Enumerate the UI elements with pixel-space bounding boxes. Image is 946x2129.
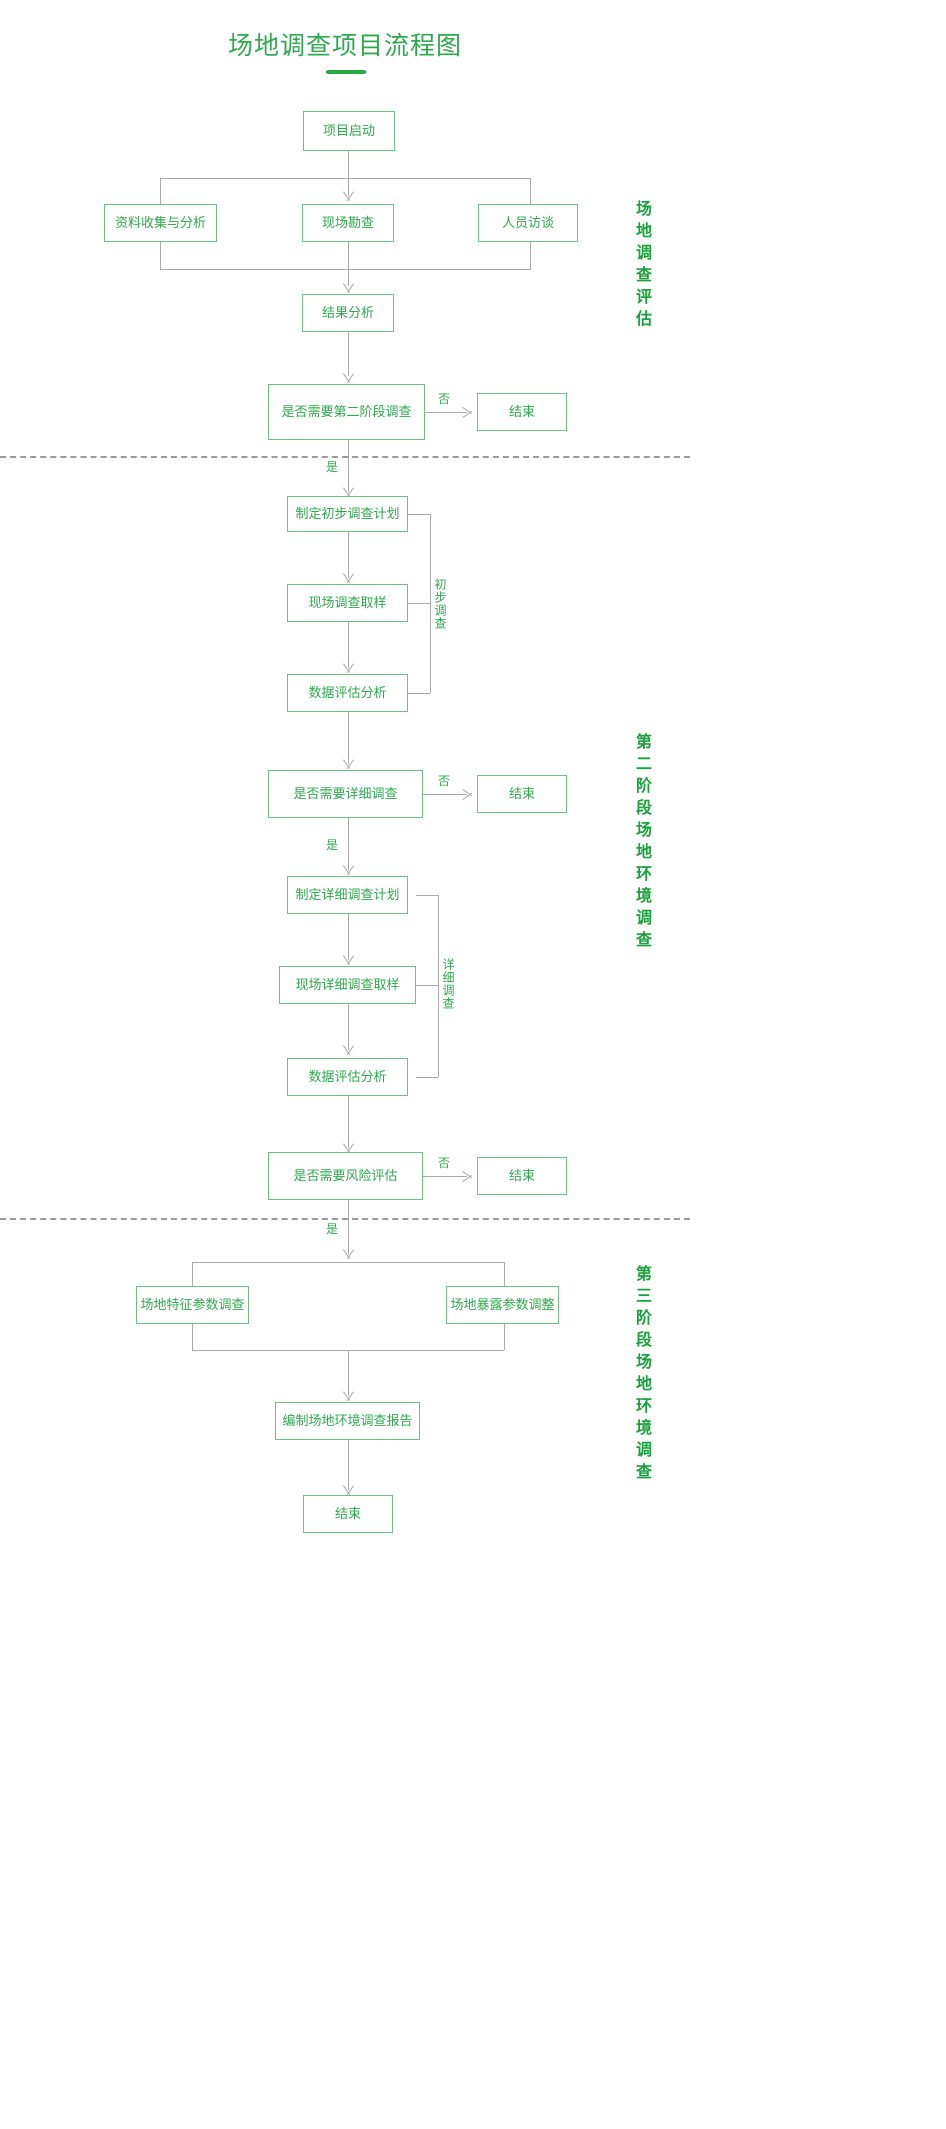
edge-label-yes-3: 是 [326, 1222, 339, 1236]
arrowhead-to-decision1-icon [342, 374, 355, 383]
node-end-final[interactable]: 结束 [303, 1495, 393, 1533]
node-data-collection[interactable]: 资料收集与分析 [104, 204, 217, 242]
bracket-detailed-mid-tick [416, 985, 438, 986]
connector-interviews-to-merge [530, 242, 531, 269]
node-end-1[interactable]: 结束 [477, 393, 567, 431]
stage-caption-3: 第三阶段场地环境调查 [633, 1265, 650, 1485]
connector-detailed-sampling-to-eval [348, 1004, 349, 1050]
connector-site-exposure-to-merge [504, 1324, 505, 1350]
arrowhead-to-detailed-sampling-icon [342, 956, 355, 965]
node-decision-risk[interactable]: 是否需要风险评估 [268, 1152, 423, 1200]
connector-decision3-no [423, 1176, 467, 1177]
connector-bus-to-data-collection [160, 178, 161, 204]
connector-bus-to-site-exposure [504, 1262, 505, 1286]
connector-decision1-yes [348, 440, 349, 492]
connector-merge-to-result-analysis [348, 242, 349, 286]
node-end-2[interactable]: 结束 [477, 775, 567, 813]
connector-bus-to-interviews [530, 178, 531, 204]
connector-data-collection-to-merge [160, 242, 161, 269]
arrowhead-to-prelim-eval-icon [342, 664, 355, 673]
connector-split-bus-top [160, 178, 531, 179]
edge-label-yes-2: 是 [326, 838, 339, 852]
group-label-detailed: 详细调查 [441, 958, 455, 1010]
edge-label-no-1: 否 [438, 392, 451, 406]
arrowhead-decision2-yes-icon [342, 866, 355, 875]
page-title: 场地调查项目流程图 [227, 32, 462, 60]
bracket-detailed-bottom-tick [416, 1077, 438, 1078]
node-prelim-data-eval[interactable]: 数据评估分析 [287, 674, 408, 712]
node-detailed-data-eval[interactable]: 数据评估分析 [287, 1058, 408, 1096]
connector-decision3-yes [348, 1200, 349, 1254]
arrowhead-to-site-survey-icon [342, 192, 355, 201]
arrowhead-decision2-no-icon [463, 788, 472, 801]
node-prelim-plan[interactable]: 制定初步调查计划 [287, 496, 408, 532]
node-site-feature-params[interactable]: 场地特征参数调查 [136, 1286, 249, 1324]
stage-caption-2: 第二阶段场地环境调查 [633, 733, 650, 953]
edge-label-no-2: 否 [438, 774, 451, 788]
arrowhead-decision3-no-icon [463, 1170, 472, 1183]
node-site-exposure-params[interactable]: 场地暴露参数调整 [446, 1286, 559, 1324]
section-divider-1 [0, 456, 690, 458]
arrowhead-to-decision2-icon [342, 760, 355, 769]
connector-bus-to-site-feature [192, 1262, 193, 1286]
node-decision-detailed[interactable]: 是否需要详细调查 [268, 770, 423, 818]
connector-start-to-bus [348, 151, 349, 178]
node-end-3[interactable]: 结束 [477, 1157, 567, 1195]
connector-result-to-decision1 [348, 332, 349, 376]
node-detailed-plan[interactable]: 制定详细调查计划 [287, 876, 408, 914]
group-label-preliminary: 初步调查 [433, 578, 447, 630]
node-project-start[interactable]: 项目启动 [303, 111, 395, 151]
node-compile-report[interactable]: 编制场地环境调查报告 [275, 1402, 420, 1440]
connector-detailed-eval-to-decision3 [348, 1096, 349, 1148]
arrowhead-to-detailed-eval-icon [342, 1046, 355, 1055]
arrowhead-decision3-yes-icon [342, 1250, 355, 1259]
node-decision-phase2[interactable]: 是否需要第二阶段调查 [268, 384, 425, 440]
connector-prelim-sampling-to-eval [348, 622, 349, 668]
bracket-prelim-spine [430, 514, 431, 693]
node-interviews[interactable]: 人员访谈 [478, 204, 578, 242]
title-underline-rule [326, 70, 366, 74]
connector-detailed-plan-to-sampling [348, 914, 349, 960]
node-prelim-sampling[interactable]: 现场调查取样 [287, 584, 408, 622]
stage-caption-1: 场地调查评估 [633, 200, 650, 332]
bracket-detailed-top-tick [416, 895, 438, 896]
arrowhead-to-result-analysis-icon [342, 284, 355, 293]
arrowhead-to-report-icon [342, 1392, 355, 1401]
edge-label-no-3: 否 [438, 1156, 451, 1170]
connector-prelim-plan-to-sampling [348, 532, 349, 578]
connector-report-to-end [348, 1440, 349, 1490]
node-detailed-sampling[interactable]: 现场详细调查取样 [279, 966, 416, 1004]
bracket-prelim-top-tick [408, 514, 430, 515]
bracket-prelim-mid-tick [408, 603, 430, 604]
connector-phase3-split-bus [192, 1262, 504, 1263]
node-site-survey[interactable]: 现场勘查 [302, 204, 394, 242]
arrowhead-to-final-end-icon [342, 1486, 355, 1495]
connector-merge-bus-bottom [160, 269, 531, 270]
connector-merge-to-report [348, 1350, 349, 1396]
connector-decision2-no [423, 794, 467, 795]
node-result-analysis[interactable]: 结果分析 [302, 294, 394, 332]
bracket-detailed-spine [438, 895, 439, 1077]
connector-site-feature-to-merge [192, 1324, 193, 1350]
connector-decision1-no [425, 412, 467, 413]
connector-bus-to-site-survey [348, 178, 349, 196]
arrowhead-decision1-no-icon [463, 406, 472, 419]
connector-decision2-yes [348, 818, 349, 870]
connector-prelim-eval-to-decision2 [348, 712, 349, 764]
arrowhead-to-prelim-sampling-icon [342, 574, 355, 583]
edge-label-yes-1: 是 [326, 460, 339, 474]
section-divider-2 [0, 1218, 690, 1220]
bracket-prelim-bottom-tick [408, 693, 430, 694]
